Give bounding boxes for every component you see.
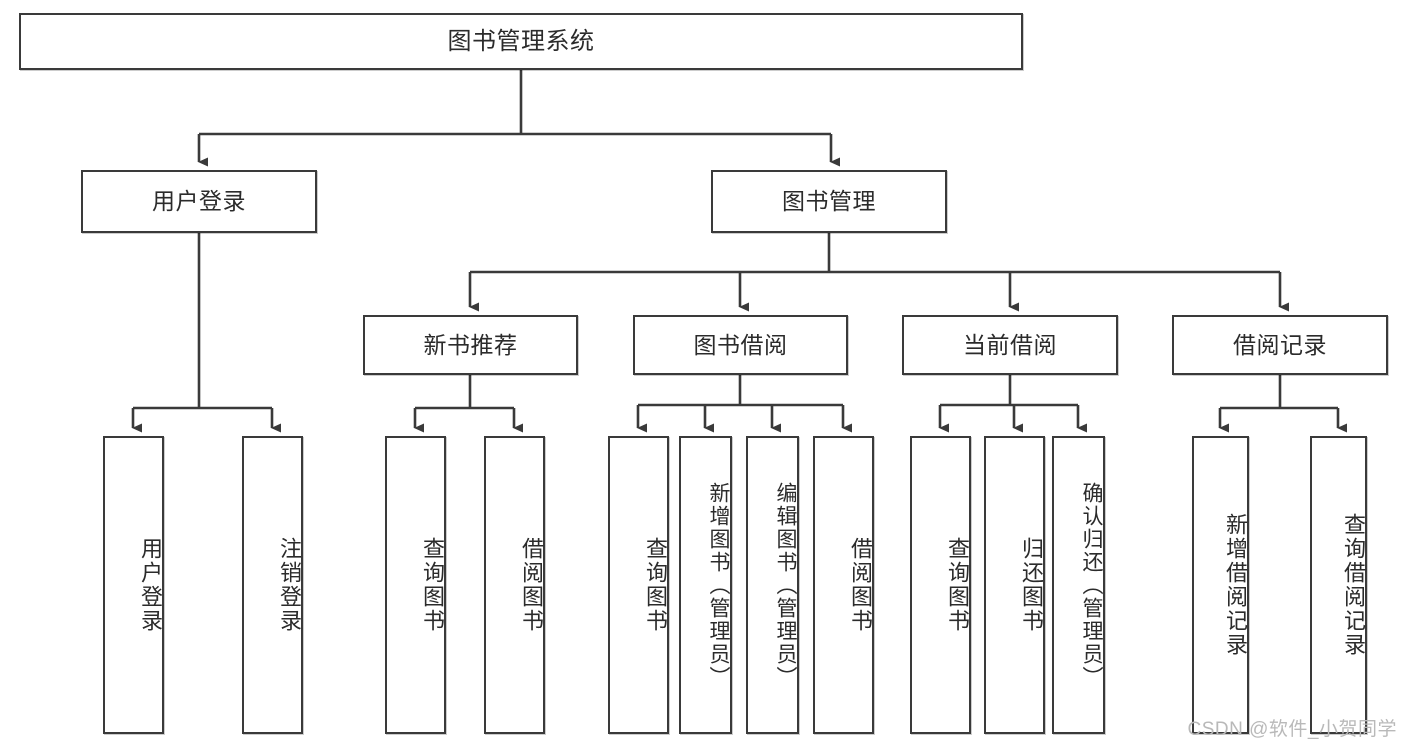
node-label: 查询借阅记录 [1341, 513, 1366, 657]
node-confirm-return-admin[interactable]: 确认归还（管理员） [1052, 436, 1105, 734]
node-borrow-book[interactable]: 借阅图书 [813, 436, 874, 734]
node-query-book-current[interactable]: 查询图书 [910, 436, 971, 734]
node-query-book-new[interactable]: 查询图书 [385, 436, 446, 734]
node-label: 图书借阅 [693, 331, 788, 358]
node-user-login-leaf[interactable]: 用户登录 [103, 436, 164, 734]
node-borrow-record[interactable]: 借阅记录 [1172, 315, 1388, 375]
watermark-credit: CSDN @软件_小贺同学 [1187, 719, 1397, 740]
node-label: 确认归还（管理员） [1080, 481, 1103, 689]
node-add-borrow-record[interactable]: 新增借阅记录 [1192, 436, 1249, 734]
node-label: 借阅图书 [519, 537, 544, 633]
node-query-book-borrow[interactable]: 查询图书 [608, 436, 669, 734]
node-label: 查询图书 [945, 537, 970, 633]
node-label: 查询图书 [420, 537, 445, 633]
node-label: 查询图书 [643, 537, 668, 633]
node-label: 归还图书 [1019, 537, 1044, 633]
node-label: 用户登录 [152, 188, 246, 215]
node-add-book-admin[interactable]: 新增图书（管理员） [679, 436, 732, 734]
node-user-logout-leaf[interactable]: 注销登录 [242, 436, 303, 734]
node-current-borrow[interactable]: 当前借阅 [902, 315, 1118, 375]
node-user-login[interactable]: 用户登录 [81, 170, 317, 233]
node-label: 图书管理 [782, 188, 876, 215]
node-label: 当前借阅 [963, 331, 1057, 358]
node-label: 新增借阅记录 [1223, 513, 1248, 657]
node-label: 借阅记录 [1233, 331, 1327, 358]
node-root-system[interactable]: 图书管理系统 [19, 13, 1023, 70]
node-new-book-recommend[interactable]: 新书推荐 [363, 315, 578, 375]
node-label: 新书推荐 [423, 331, 518, 358]
node-book-management[interactable]: 图书管理 [711, 170, 947, 233]
node-label: 注销登录 [277, 537, 302, 633]
node-borrow-book-new[interactable]: 借阅图书 [484, 436, 545, 734]
node-return-book[interactable]: 归还图书 [984, 436, 1045, 734]
node-query-borrow-record[interactable]: 查询借阅记录 [1310, 436, 1367, 734]
node-label: 借阅图书 [848, 537, 873, 633]
node-edit-book-admin[interactable]: 编辑图书（管理员） [746, 436, 799, 734]
node-label: 用户登录 [138, 537, 163, 633]
node-label: 新增图书（管理员） [707, 481, 730, 689]
node-book-borrow[interactable]: 图书借阅 [633, 315, 848, 375]
node-label: 图书管理系统 [447, 27, 595, 55]
node-label: 编辑图书（管理员） [774, 481, 797, 689]
